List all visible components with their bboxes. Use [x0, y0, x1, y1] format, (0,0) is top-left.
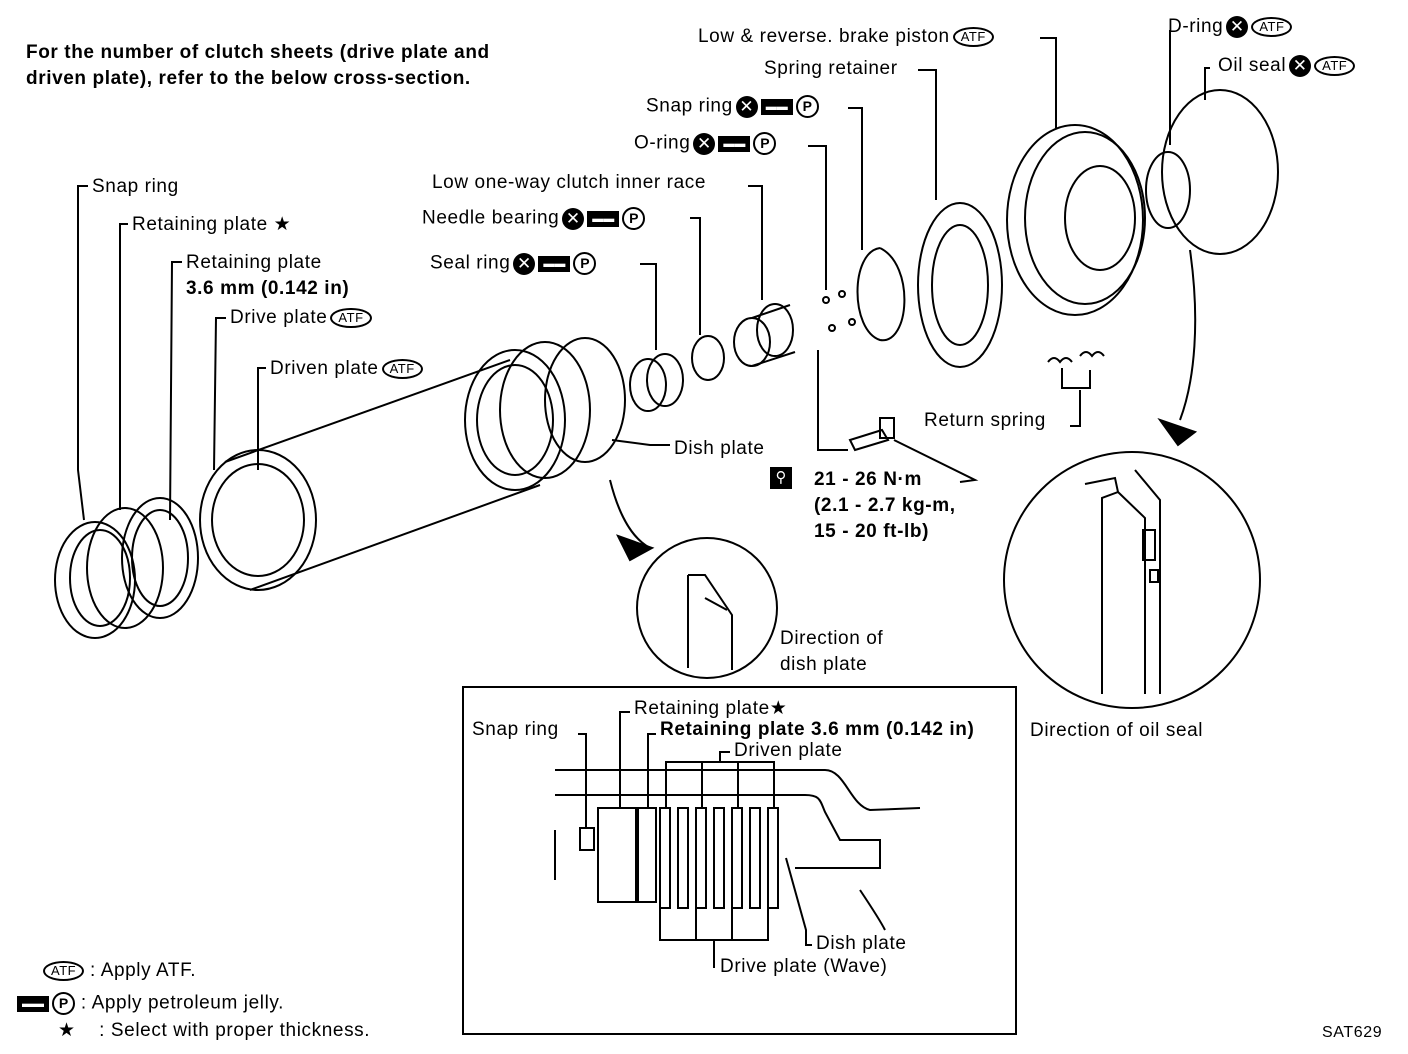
label-needle-bearing: Needle bearing✕▬▬P: [422, 207, 646, 230]
label-oil-seal: Oil seal✕ATF: [1218, 55, 1356, 77]
cs-snap-ring: [579, 827, 595, 851]
label-spring-retainer: Spring retainer: [764, 58, 898, 79]
dish-detail-circle: [636, 537, 778, 679]
d-ring-text: D-ring: [1168, 16, 1224, 38]
label-snap-ring: Snap ring: [92, 176, 179, 197]
oil-seal-direction: Direction of oil seal: [1030, 720, 1204, 741]
legend-atf: ATF : Apply ATF.: [40, 960, 196, 982]
piston-text: Low & reverse. brake piston: [698, 26, 950, 47]
snap-ring-2-shape: [856, 247, 906, 342]
piston-shape: [1006, 124, 1144, 316]
seal-ring-text: Seal ring: [430, 252, 511, 274]
spring-retainer-shape: [917, 202, 1003, 368]
label-d-ring: D-ring✕ATF: [1168, 16, 1293, 38]
torque-line-1: 21 - 26 N·m: [814, 469, 922, 490]
label-return-spring: Return spring: [924, 410, 1046, 431]
retaining-plate-shape: [86, 507, 164, 629]
p-icon: P: [753, 132, 777, 155]
cs-retaining-plate: [597, 807, 637, 903]
label-retaining-plate: Retaining plate: [186, 252, 322, 273]
torque-line-3: 15 - 20 ft-lb): [814, 521, 930, 542]
label-retaining-plate-thickness: 3.6 mm (0.142 in): [186, 278, 350, 299]
replace-icon: ✕: [1226, 16, 1249, 38]
label-seal-ring: Seal ring✕▬▬P: [430, 252, 597, 275]
cross-section-box: [462, 686, 1017, 1035]
clutch-pack-front: [199, 449, 317, 591]
leader-snap-ring: [77, 185, 88, 521]
leader-retaining-plate: [169, 261, 182, 521]
petroleum-jelly-icon: ▬▬: [17, 995, 49, 1012]
replace-icon: ✕: [735, 95, 758, 118]
snap-ring-2-text: Snap ring: [646, 95, 733, 117]
atf-icon: ATF: [1251, 17, 1293, 37]
atf-icon: ATF: [43, 960, 85, 981]
drive-plate-text: Drive plate: [230, 307, 328, 328]
needle-bearing-text: Needle bearing: [422, 207, 560, 229]
leader-retaining-plate-star: [119, 223, 128, 510]
leader-drive-plate: [213, 317, 226, 471]
oil-seal-text: Oil seal: [1218, 55, 1287, 77]
figure-code: SAT629: [1322, 1024, 1383, 1041]
petroleum-jelly-icon: ▬▬: [718, 135, 751, 152]
d-ring-shape: [1145, 151, 1191, 229]
p-icon: P: [573, 252, 597, 275]
label-o-ring: O-ring✕▬▬P: [634, 132, 777, 155]
legend-atf-text: : Apply ATF.: [89, 960, 197, 981]
intro-line-2: driven plate), refer to the below cross-…: [26, 68, 471, 89]
intro-line-1: For the number of clutch sheets (drive p…: [26, 42, 490, 63]
cs-label-drive-plate: Drive plate (Wave): [720, 956, 888, 977]
driven-plate-text: Driven plate: [270, 358, 379, 379]
replace-icon: ✕: [693, 132, 716, 155]
legend-jelly-text: : Apply petroleum jelly.: [80, 992, 284, 1014]
atf-icon: ATF: [381, 358, 423, 379]
legend-star-text: : Select with proper thickness.: [99, 1020, 371, 1041]
legend-jelly: ▬▬P : Apply petroleum jelly.: [14, 992, 284, 1015]
p-icon: P: [795, 95, 819, 118]
needle-bearing-shape: [691, 335, 725, 381]
leader-driven-plate: [257, 367, 266, 470]
legend-star: ★ : Select with proper thickness.: [58, 1020, 370, 1042]
p-icon: P: [52, 992, 75, 1015]
star-icon: ★: [58, 1020, 76, 1041]
cs-label-retaining-plate-star: Retaining plate★: [634, 698, 788, 719]
petroleum-jelly-icon: ▬▬: [587, 210, 620, 227]
atf-icon: ATF: [330, 307, 372, 328]
replace-icon: ✕: [513, 252, 536, 275]
oil-seal-detail-circle: [1003, 451, 1261, 709]
replace-icon: ✕: [562, 207, 585, 230]
inner-race-shape: [733, 317, 771, 367]
cs-label-driven-plate: Driven plate: [734, 740, 843, 761]
dish-direction-line-1: Direction of: [780, 628, 884, 649]
o-ring-text: O-ring: [634, 132, 691, 154]
cs-label-snap-ring: Snap ring: [472, 719, 559, 740]
cs-label-dish-plate: Dish plate: [816, 933, 907, 954]
label-inner-race: Low one-way clutch inner race: [432, 172, 707, 193]
cs-label-retaining-plate: Retaining plate 3.6 mm (0.142 in): [660, 719, 975, 740]
petroleum-jelly-icon: ▬▬: [538, 255, 571, 272]
clutch-pack-rear: [464, 349, 566, 491]
dish-direction-line-2: dish plate: [780, 654, 868, 675]
torque-icon: ⚲: [770, 467, 792, 489]
oil-seal-shape: [1161, 89, 1279, 255]
atf-icon: ATF: [1314, 56, 1356, 76]
seal-ring-shape: [629, 358, 667, 412]
cs-plates: [659, 807, 779, 909]
replace-icon: ✕: [1289, 55, 1312, 77]
p-icon: P: [622, 207, 646, 230]
torque-line-2: (2.1 - 2.7 kg-m,: [814, 495, 956, 516]
label-dish-plate: Dish plate: [674, 438, 765, 459]
label-snap-ring-2: Snap ring✕▬▬P: [646, 95, 819, 118]
label-retaining-plate-star: Retaining plate ★: [132, 214, 292, 235]
atf-icon: ATF: [952, 26, 994, 47]
petroleum-jelly-icon: ▬▬: [760, 98, 793, 115]
dish-plate-shape: [544, 337, 626, 463]
